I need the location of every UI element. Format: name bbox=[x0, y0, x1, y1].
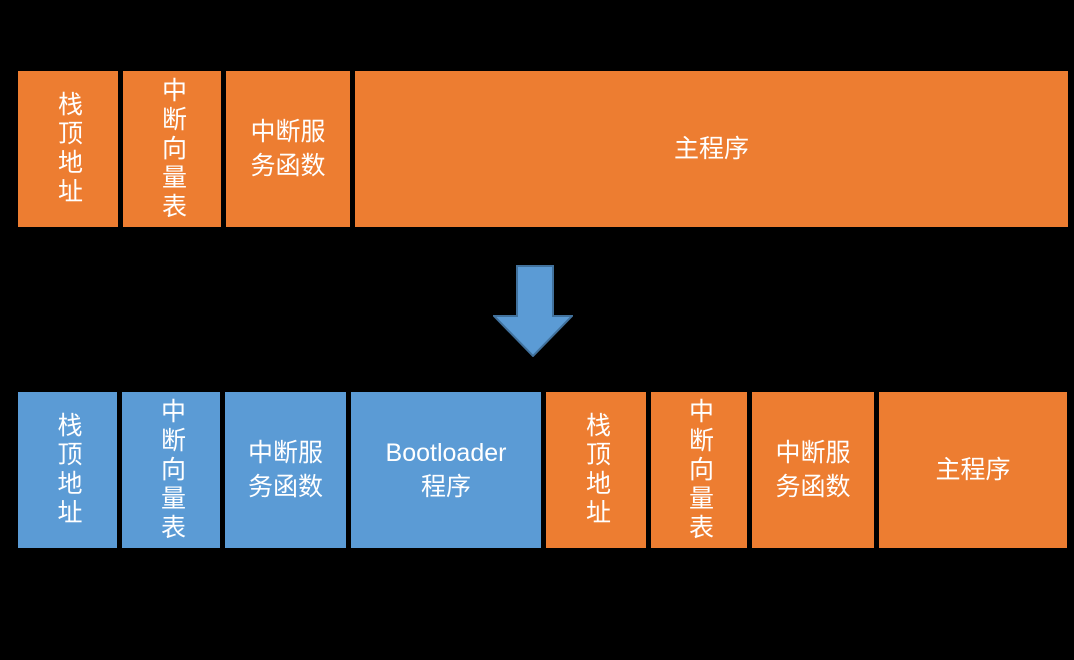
memory-layout-after: 栈顶地址 中断向量表 中断服 务函数 Bootloader 程序 栈顶地址 中断… bbox=[18, 392, 1067, 548]
block-interrupt-vector-table-bootloader: 中断向量表 bbox=[122, 392, 220, 548]
down-arrow-shape bbox=[493, 265, 573, 357]
block-interrupt-service-function-app: 中断服 务函数 bbox=[752, 392, 874, 548]
block-interrupt-vector-table-app: 中断向量表 bbox=[651, 392, 747, 548]
block-stack-top-address-bootloader: 栈顶地址 bbox=[18, 392, 117, 548]
block-label: 中断服 务函数 bbox=[247, 438, 323, 502]
block-label: 中断服 务函数 bbox=[775, 438, 851, 502]
block-label: 中断向量表 bbox=[157, 397, 186, 543]
block-label: 中断向量表 bbox=[158, 76, 187, 222]
block-label: 中断服 务函数 bbox=[250, 117, 326, 181]
block-bootloader-program: Bootloader 程序 bbox=[351, 392, 541, 548]
block-stack-top-address-app: 栈顶地址 bbox=[546, 392, 646, 548]
block-label: 栈顶地址 bbox=[54, 91, 83, 207]
block-label: 主程序 bbox=[673, 134, 749, 163]
block-label: Bootloader 程序 bbox=[385, 438, 507, 502]
block-main-program-app: 主程序 bbox=[879, 392, 1067, 548]
down-arrow bbox=[493, 265, 573, 357]
block-label: 栈顶地址 bbox=[54, 412, 82, 528]
memory-layout-before: 栈顶地址 中断向量表 中断服 务函数 主程序 bbox=[18, 71, 1068, 227]
block-label: 主程序 bbox=[935, 455, 1011, 484]
block-interrupt-service-function: 中断服 务函数 bbox=[226, 71, 350, 227]
block-label: 栈顶地址 bbox=[582, 412, 611, 528]
block-main-program: 主程序 bbox=[355, 71, 1068, 227]
block-interrupt-vector-table: 中断向量表 bbox=[123, 71, 221, 227]
block-label: 中断向量表 bbox=[685, 397, 714, 543]
block-interrupt-service-function-bootloader: 中断服 务函数 bbox=[225, 392, 346, 548]
block-stack-top-address: 栈顶地址 bbox=[18, 71, 118, 227]
